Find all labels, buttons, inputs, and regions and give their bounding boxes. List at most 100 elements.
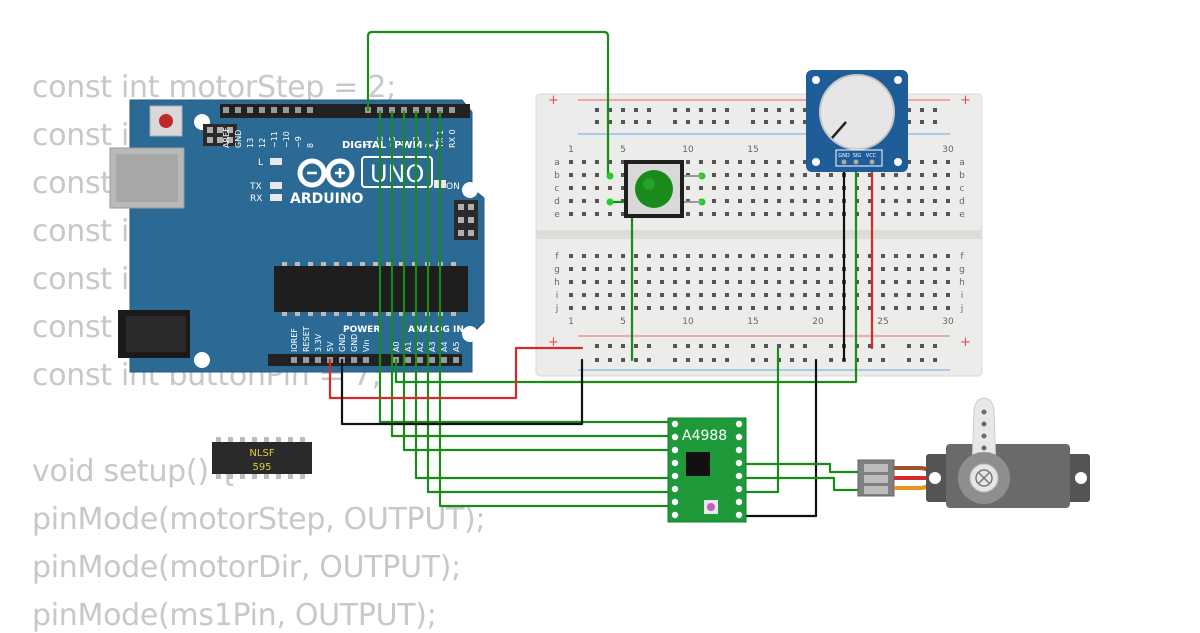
shift-register-ic[interactable]: NLSF 595 (212, 437, 312, 479)
wire-servo-2 (740, 476, 862, 492)
power-pin-label: GND (338, 334, 347, 352)
row-label: f (555, 252, 559, 262)
potentiometer-knob[interactable] (819, 74, 895, 150)
a4988-driver[interactable]: A4988 (667, 417, 747, 523)
digital-pin-label: GND (234, 130, 243, 148)
wire-pot-signal (394, 160, 858, 384)
row-label: d (554, 197, 560, 207)
mounting-hole (462, 326, 478, 342)
row-label: f (960, 252, 964, 262)
row-label: j (960, 304, 964, 314)
driver-chip (686, 452, 710, 476)
digital-pin-label: ~9 (294, 136, 303, 148)
wire-gnd (340, 358, 584, 426)
wire-driver-3 (402, 110, 672, 452)
reset-button[interactable] (149, 105, 183, 137)
wire-driver-5 (426, 110, 672, 494)
atmega-chip (274, 266, 468, 312)
button-cap[interactable] (635, 170, 673, 208)
pot-pin-label: VCC (866, 153, 877, 159)
led-l (270, 158, 282, 165)
uno-badge (361, 156, 433, 188)
code-line: pinMode(motorStep, OUTPUT); (32, 502, 486, 537)
code-line: const i (32, 262, 130, 297)
column-label: 1 (568, 145, 574, 155)
digital-pin-label: 12 (258, 138, 267, 148)
push-button[interactable] (606, 160, 706, 218)
digital-label: DIGITAL (PWM ~) (342, 140, 439, 151)
column-label: 20 (812, 317, 824, 327)
column-label: 5 (620, 317, 626, 327)
row-label: h (959, 278, 965, 288)
digital-header[interactable] (220, 104, 470, 118)
wire-driver-4 (414, 110, 672, 480)
rail-plus-label: + (548, 93, 559, 108)
power-label: POWER (343, 325, 380, 335)
pot-pin-label: SIG (853, 153, 862, 159)
wire-servo-1 (740, 462, 862, 474)
row-label: j (555, 304, 559, 314)
icsp-header-right (454, 200, 478, 240)
column-label: 1 (568, 317, 574, 327)
led-rx-label: RX (250, 194, 262, 204)
code-line: const i (32, 214, 130, 249)
code-line: pinMode(motorDir, OUTPUT); (32, 550, 461, 585)
led-tx (270, 182, 282, 189)
arduino-logo-icon (297, 158, 355, 188)
code-line: const i (32, 118, 130, 153)
power-pin-label: A5 (452, 341, 461, 352)
rail-plus-label: + (960, 93, 971, 108)
digital-pin-label: 8 (306, 143, 315, 148)
wire-driver-6 (438, 110, 672, 508)
wire-driver-1 (378, 110, 672, 424)
power-pin-label: A1 (404, 341, 413, 352)
driver-label: A4988 (682, 428, 727, 444)
power-pin-label: A3 (428, 341, 437, 352)
column-label: 5 (620, 145, 626, 155)
code-line: const (32, 166, 112, 201)
code-line: const (32, 310, 112, 345)
row-label: e (554, 210, 560, 220)
digital-pin-label: 13 (246, 138, 255, 148)
column-label: 10 (682, 317, 694, 327)
mounting-hole (462, 182, 478, 198)
row-label: b (959, 171, 965, 181)
column-label: 30 (942, 145, 954, 155)
power-pin-label: 3.3V (314, 333, 323, 352)
column-label: 15 (747, 317, 758, 327)
row-label: c (960, 184, 965, 194)
mounting-hole (194, 352, 210, 368)
row-label: g (959, 265, 965, 275)
led-on-label: ON (446, 182, 460, 192)
wire-5v (328, 346, 584, 400)
shift-register-label: NLSF (249, 448, 274, 459)
rail-plus-label: + (548, 335, 559, 350)
row-label: h (554, 278, 560, 288)
power-pin-label: A0 (392, 341, 401, 352)
wire-driver-gnd (740, 358, 818, 518)
led-tx-label: TX (249, 182, 262, 192)
led-l-label: L (258, 158, 263, 168)
rail-plus-label: + (960, 335, 971, 350)
wire-driver-2 (390, 110, 672, 438)
column-label: 15 (747, 145, 758, 155)
code-line: const int motorStep = 2; (32, 70, 396, 105)
pot-pin-label: GND (838, 153, 850, 159)
digital-pin-label: 7 (364, 143, 373, 148)
wire-driver-vdd (740, 346, 780, 494)
servo-motor[interactable] (857, 397, 1090, 508)
analog-label: ANALOG IN (408, 325, 464, 335)
power-pin-label: IOREF (290, 328, 299, 352)
wire-button-signal (366, 30, 610, 178)
row-label: a (959, 158, 965, 168)
code-line: pinMode(ms1Pin, OUTPUT); (32, 598, 437, 633)
column-label: 30 (942, 317, 954, 327)
